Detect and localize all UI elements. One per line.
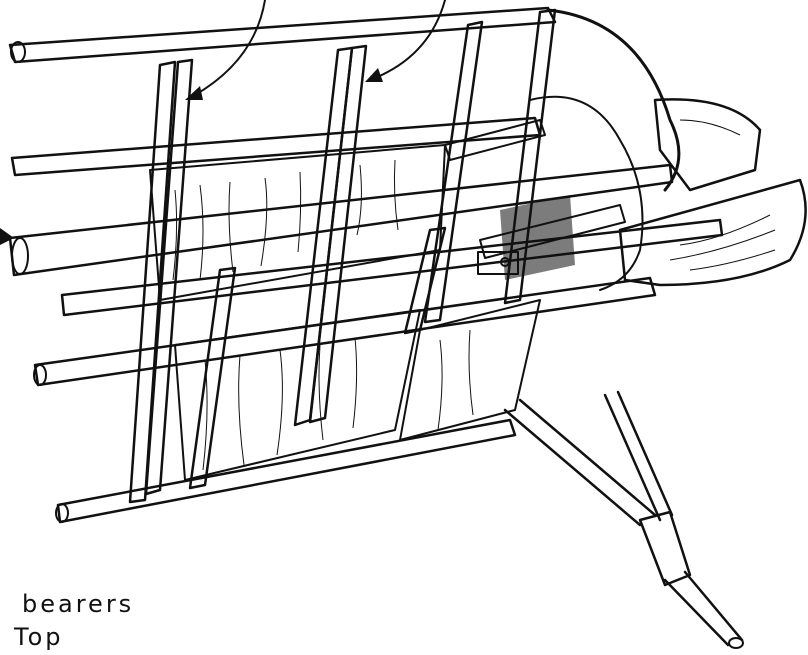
bulkhead-curve (529, 95, 644, 291)
skid-sleeve (638, 510, 692, 587)
skid-strut-2b (616, 390, 674, 517)
upright-lower-2 (403, 226, 447, 335)
skid-strut-1b (518, 398, 657, 517)
leader-arrow-1 (194, 0, 266, 96)
arrowhead-2 (365, 68, 383, 82)
tail-block (618, 98, 807, 287)
upper-sheeting-panel (149, 144, 446, 301)
upright-tail (503, 8, 557, 305)
shadowed-interior (500, 195, 575, 280)
bottom-longeron (56, 418, 517, 524)
cross-members (444, 119, 626, 280)
upright-front-inner (144, 58, 194, 496)
skid-rod (663, 570, 744, 647)
leader-arrows (0, 0, 446, 245)
longeron-end-1 (10, 41, 26, 63)
upright-middle-inner (308, 44, 368, 424)
wood-grain-lines (172, 159, 474, 471)
upright-front (128, 60, 177, 504)
annotation-top: Top (14, 623, 64, 651)
arrowhead-1 (185, 86, 203, 100)
longerons (8, 6, 724, 524)
longeron-end-3 (33, 364, 47, 386)
inner-cross-1 (444, 119, 546, 161)
longeron-end-2 (11, 237, 29, 275)
upright-middle (293, 46, 354, 427)
uprights (128, 8, 557, 504)
skid-strut-2 (603, 393, 662, 522)
annotation-bearers: bearers (22, 590, 135, 618)
longeron-end-4 (55, 503, 69, 523)
lower-longeron (33, 276, 657, 387)
upright-lower-1 (188, 266, 237, 490)
top-longeron-1 (8, 6, 557, 64)
upright-rear (423, 20, 484, 324)
skid-tip (728, 637, 744, 649)
rear-sheeting-panel (399, 299, 541, 441)
tail-lower-block (618, 178, 807, 287)
main-longeron-middle (60, 218, 724, 317)
leader-arrow-2 (374, 0, 446, 79)
side-sheeting-panels (149, 144, 541, 481)
edge-arrowhead-left (0, 228, 14, 245)
tail-top-block (653, 98, 762, 192)
tail-skid (503, 390, 744, 649)
skid-strut-1 (503, 408, 642, 527)
